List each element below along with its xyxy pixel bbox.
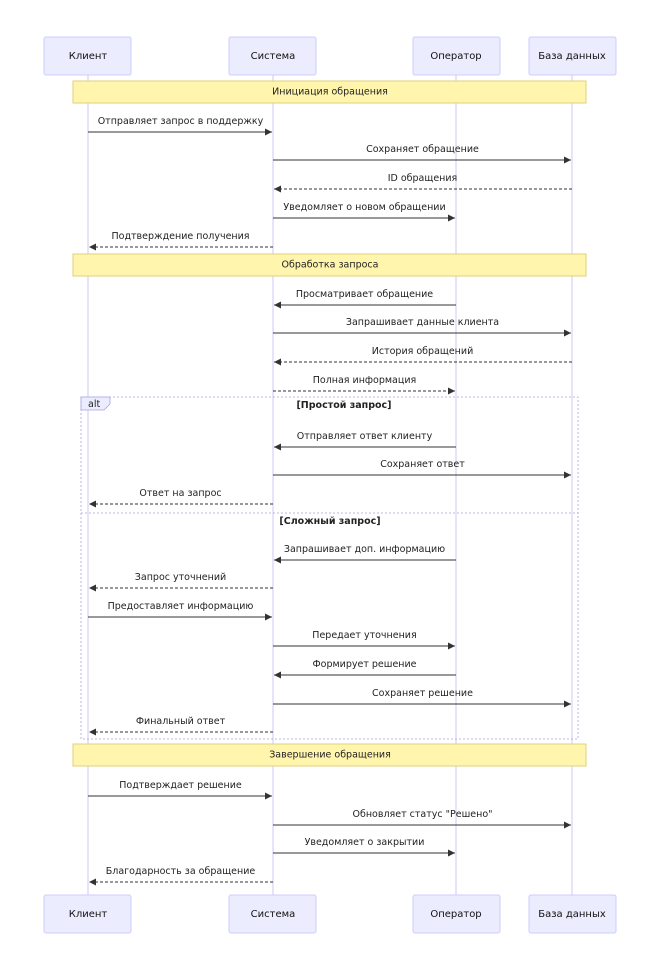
note-completion: Завершение обращения [72, 743, 587, 767]
actor-client-label: Клиент [69, 51, 108, 62]
actor-client-label-bottom: Клиент [69, 909, 108, 920]
actor-operator-top: Оператор [412, 36, 501, 76]
actor-db-bottom: База данных [528, 894, 617, 934]
actor-operator-bottom: Оператор [412, 894, 501, 934]
actor-system-top: Система [228, 36, 317, 76]
actor-client-top: Клиент [43, 36, 132, 76]
message-label: ID обращения [388, 173, 458, 184]
actor-operator-label-bottom: Оператор [430, 909, 481, 920]
message-label: Запрашивает доп. информацию [284, 544, 445, 555]
actor-db-label: База данных [538, 51, 606, 62]
actor-system-label: Система [251, 51, 296, 62]
actor-system-label-bottom: Система [251, 909, 296, 920]
alt-frame: alt [Простой запрос] [Сложный запрос] [80, 396, 579, 740]
alt-condition-complex: [Сложный запрос] [279, 516, 380, 527]
note-processing: Обработка запроса [72, 253, 587, 277]
message-label: Запрос уточнений [135, 572, 226, 583]
actor-db-top: База данных [528, 36, 617, 76]
actor-operator-label: Оператор [430, 51, 481, 62]
message-label: Предоставляет информацию [108, 601, 254, 612]
message-label: Отправляет запрос в поддержку [98, 116, 264, 127]
actor-client-bottom: Клиент [43, 894, 132, 934]
message-label: Просматривает обращение [296, 289, 433, 300]
message-label: Отправляет ответ клиенту [297, 431, 433, 442]
message-label: Сохраняет обращение [366, 144, 479, 155]
note-initiation-text: Инициация обращения [272, 87, 388, 98]
note-processing-text: Обработка запроса [282, 260, 379, 271]
message-label: Обновляет статус "Решено" [353, 809, 493, 820]
message-label: Сохраняет решение [372, 688, 473, 699]
alt-label: alt [88, 399, 100, 410]
note-initiation: Инициация обращения [72, 80, 587, 104]
message-label: Финальный ответ [136, 716, 226, 727]
message-label: Благодарность за обращение [106, 866, 256, 877]
alt-condition-simple: [Простой запрос] [296, 400, 391, 411]
actor-system-bottom: Система [228, 894, 317, 934]
message-label: Подтверждение получения [111, 231, 249, 242]
message-label: Подтверждает решение [119, 780, 242, 791]
message-label: Уведомляет о закрытии [305, 837, 425, 848]
message-label: Передает уточнения [312, 630, 416, 641]
actor-db-label-bottom: База данных [538, 909, 606, 920]
message-label: Ответ на запрос [139, 488, 221, 499]
note-completion-text: Завершение обращения [269, 750, 391, 761]
message-label: Запрашивает данные клиента [346, 317, 499, 328]
message-label: Уведомляет о новом обращении [283, 202, 445, 213]
message-label: Полная информация [313, 375, 417, 386]
message-label: Сохраняет ответ [380, 459, 465, 470]
message-label: Формирует решение [312, 659, 416, 670]
message-label: История обращений [372, 346, 474, 357]
